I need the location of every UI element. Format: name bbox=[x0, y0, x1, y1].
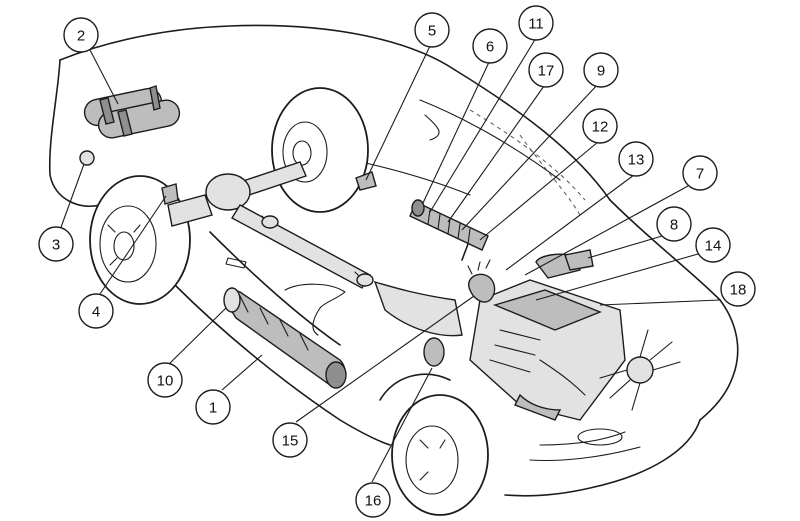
callout-8-label: 8 bbox=[670, 217, 678, 234]
callout-8: 8 bbox=[656, 206, 692, 242]
callout-12-label: 12 bbox=[592, 119, 609, 136]
callout-12: 12 bbox=[582, 108, 618, 144]
callout-9-label: 9 bbox=[597, 63, 605, 80]
callout-2: 2 bbox=[63, 17, 99, 53]
callout-6-label: 6 bbox=[486, 39, 494, 56]
callout-13-label: 13 bbox=[628, 152, 645, 169]
callout-3-label: 3 bbox=[52, 237, 60, 254]
callout-6: 6 bbox=[472, 28, 508, 64]
callout-15-label: 15 bbox=[282, 433, 299, 450]
transmission bbox=[373, 280, 463, 337]
rear-wheel-sensor bbox=[355, 171, 377, 191]
callout-16-label: 16 bbox=[365, 493, 382, 510]
callout-18-label: 18 bbox=[730, 282, 747, 299]
callout-4: 4 bbox=[78, 293, 114, 329]
rear-axle bbox=[167, 161, 307, 227]
intake-ducts bbox=[535, 249, 594, 279]
callout-7-label: 7 bbox=[696, 166, 704, 183]
callout-17: 17 bbox=[528, 52, 564, 88]
steering-column bbox=[409, 199, 489, 261]
callout-7: 7 bbox=[682, 155, 718, 191]
callout-14-label: 14 bbox=[705, 238, 722, 255]
rear-bracket bbox=[161, 183, 179, 205]
callout-10-label: 10 bbox=[157, 373, 174, 390]
callout-2-label: 2 bbox=[77, 28, 85, 45]
callout-1: 1 bbox=[195, 389, 231, 425]
callout-11-label: 11 bbox=[528, 16, 544, 33]
callout-15: 15 bbox=[272, 422, 308, 458]
callout-16: 16 bbox=[355, 482, 391, 518]
front-left-wheel bbox=[391, 394, 489, 516]
small-rear-sensor bbox=[79, 150, 95, 166]
leader-lines bbox=[59, 37, 721, 483]
callout-18: 18 bbox=[720, 271, 756, 307]
fuel-tank bbox=[223, 287, 347, 389]
callout-9: 9 bbox=[583, 52, 619, 88]
callout-1-label: 1 bbox=[209, 400, 217, 417]
callout-17-label: 17 bbox=[538, 63, 555, 80]
rear-right-wheel bbox=[271, 87, 369, 213]
callout-13: 13 bbox=[618, 141, 654, 177]
engine-block bbox=[467, 259, 626, 421]
callout-4-label: 4 bbox=[92, 304, 100, 321]
callout-10: 10 bbox=[147, 362, 183, 398]
propeller-shaft bbox=[231, 204, 374, 289]
callout-5: 5 bbox=[414, 12, 450, 48]
rear-cylinders bbox=[83, 85, 181, 139]
callout-5-label: 5 bbox=[428, 23, 436, 40]
engine-fan bbox=[599, 329, 681, 411]
callout-14: 14 bbox=[695, 227, 731, 263]
callout-3: 3 bbox=[38, 226, 74, 262]
oil-filter bbox=[423, 337, 445, 367]
callout-11: 11 bbox=[518, 5, 554, 41]
